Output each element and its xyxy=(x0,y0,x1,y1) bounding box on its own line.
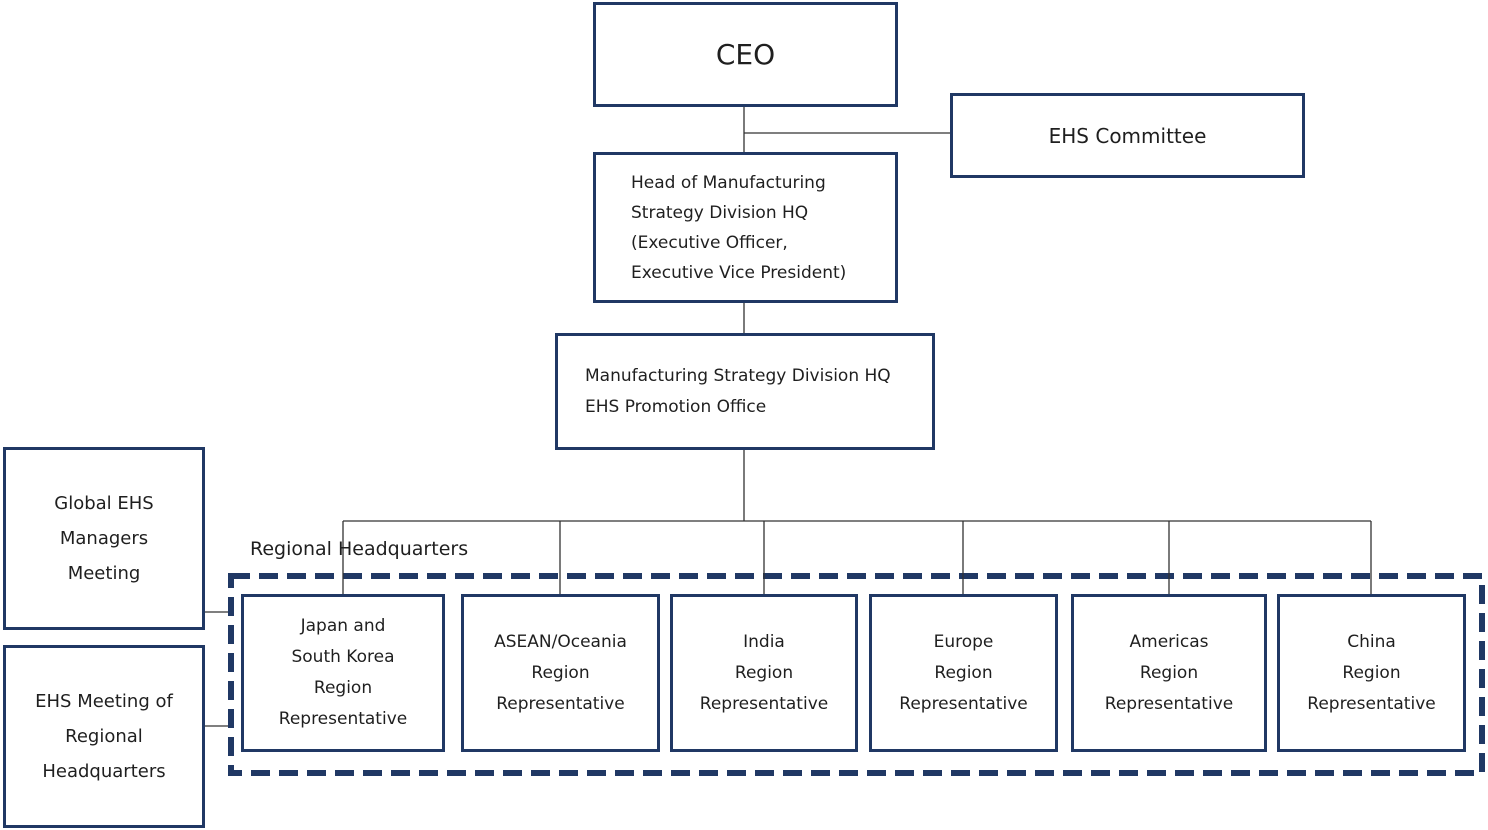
ehs-promotion-office-label: Manufacturing Strategy Division HQ EHS P… xyxy=(585,365,891,417)
head-of-manufacturing-box: Head of Manufacturing Strategy Division … xyxy=(593,152,898,303)
region-label-china: China Region Representative xyxy=(1307,631,1436,714)
ehs-meeting-regional-hq-box: EHS Meeting of Regional Headquarters xyxy=(3,645,205,828)
region-box-europe: Europe Region Representative xyxy=(869,594,1058,752)
regional-headquarters-label: Regional Headquarters xyxy=(250,538,469,560)
region-box-china: China Region Representative xyxy=(1277,594,1466,752)
region-label-americas: Americas Region Representative xyxy=(1104,631,1234,714)
ehs-committee-box: EHS Committee xyxy=(950,93,1305,178)
head-of-manufacturing-label: Head of Manufacturing Strategy Division … xyxy=(631,172,847,283)
regional-hq-dashed-frame xyxy=(228,573,1485,776)
ceo-box: CEO xyxy=(593,2,898,107)
ehs-meeting-regional-hq-label: EHS Meeting of Regional Headquarters xyxy=(35,691,173,782)
region-box-asean-oceania: ASEAN/Oceania Region Representative xyxy=(461,594,660,752)
global-ehs-managers-meeting-box: Global EHS Managers Meeting xyxy=(3,447,205,630)
global-ehs-managers-meeting-label: Global EHS Managers Meeting xyxy=(54,493,154,584)
region-label-europe: Europe Region Representative xyxy=(899,631,1028,714)
region-box-americas: Americas Region Representative xyxy=(1071,594,1267,752)
ehs-promotion-office-box: Manufacturing Strategy Division HQ EHS P… xyxy=(555,333,935,450)
region-box-india: India Region Representative xyxy=(670,594,858,752)
region-label-india: India Region Representative xyxy=(699,631,829,714)
region-label-japan-south-korea: Japan and South Korea Region Representat… xyxy=(278,616,408,729)
region-box-japan-south-korea: Japan and South Korea Region Representat… xyxy=(241,594,445,752)
ehs-committee-label: EHS Committee xyxy=(1048,123,1207,148)
region-label-asean-oceania: ASEAN/Oceania Region Representative xyxy=(494,631,627,714)
ceo-label: CEO xyxy=(715,38,776,71)
